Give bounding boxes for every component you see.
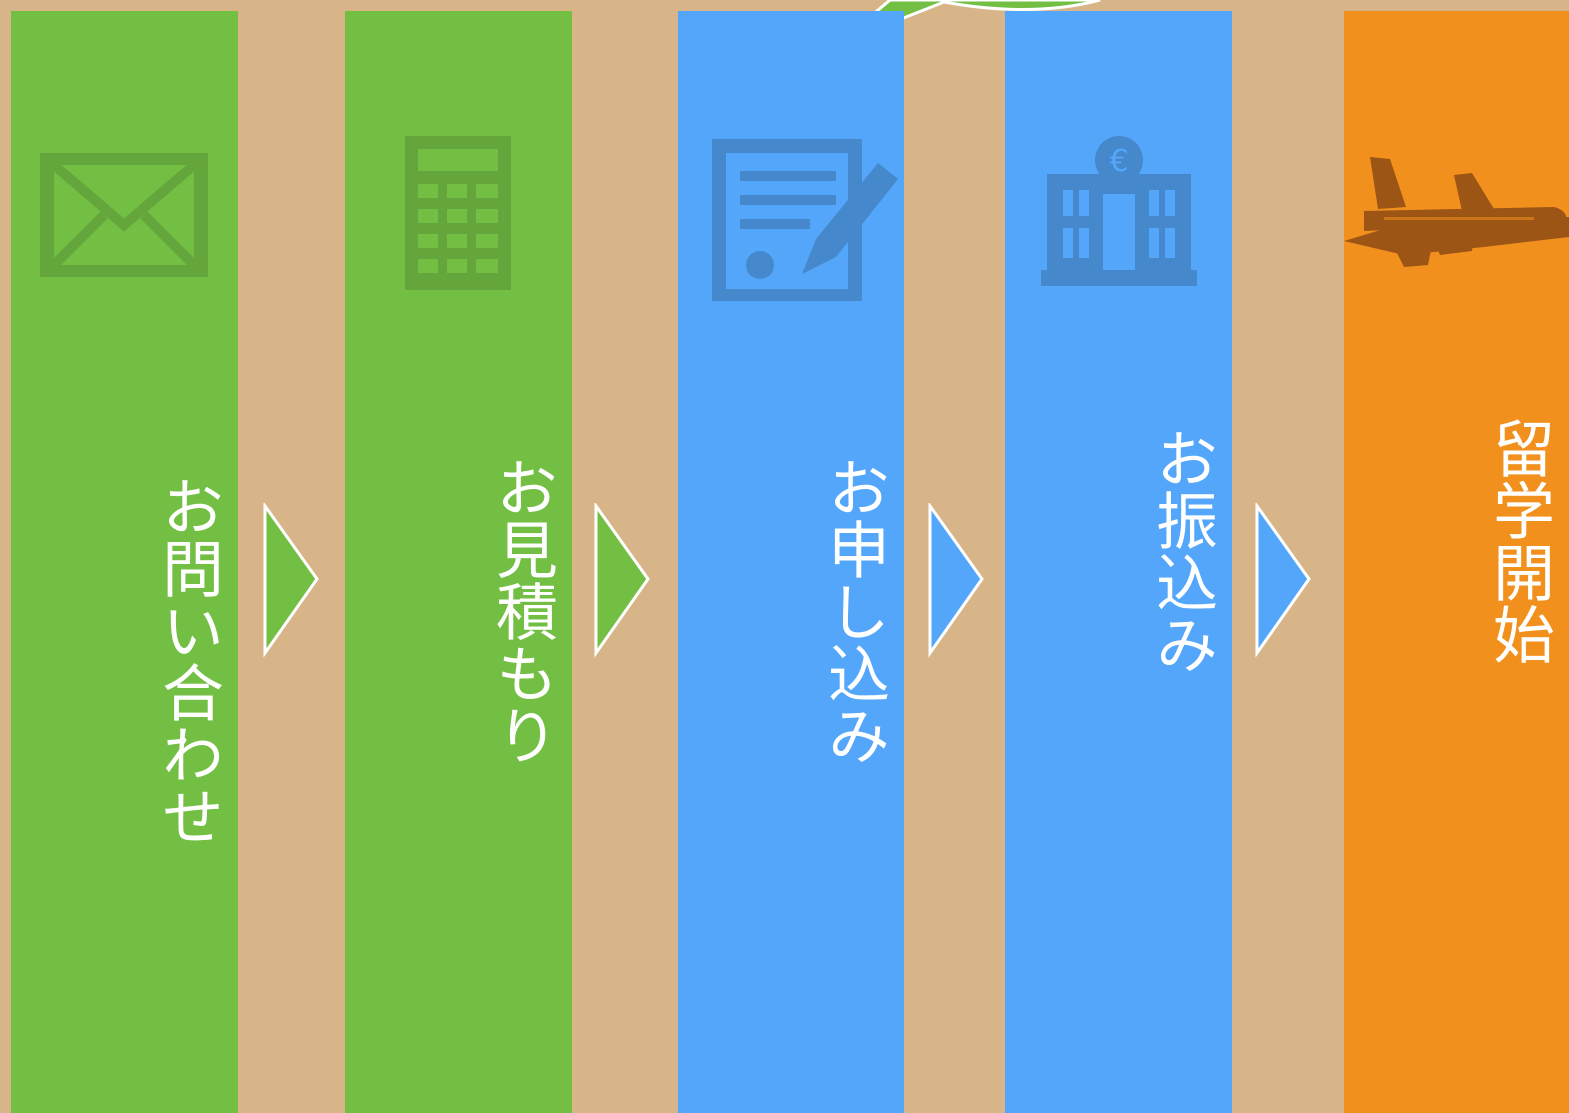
bank-euro-icon: € — [1041, 136, 1197, 286]
step-label: お申し込み — [817, 456, 890, 766]
arrow-right-icon — [594, 503, 650, 658]
step-study-start: 留学開始 — [1344, 11, 1569, 1113]
svg-text:€: € — [1109, 144, 1128, 179]
step-label: 留学開始 — [1482, 417, 1555, 665]
step-label: お問い合わせ — [151, 475, 224, 847]
step-payment: € お振込み — [1005, 11, 1232, 1113]
step-label: お見積もり — [485, 456, 558, 766]
step-application: お申し込み — [678, 11, 904, 1113]
application-form-icon — [712, 139, 898, 301]
arrow-right-icon — [1255, 503, 1311, 658]
calculator-icon — [405, 136, 511, 290]
airplane-icon — [1344, 157, 1569, 267]
envelope-icon — [40, 153, 208, 277]
step-label: お振込み — [1145, 427, 1218, 675]
arrow-right-icon — [263, 503, 319, 658]
step-estimate: お見積もり — [345, 11, 572, 1113]
arrow-right-icon — [928, 503, 984, 658]
step-inquiry: お問い合わせ — [11, 11, 238, 1113]
